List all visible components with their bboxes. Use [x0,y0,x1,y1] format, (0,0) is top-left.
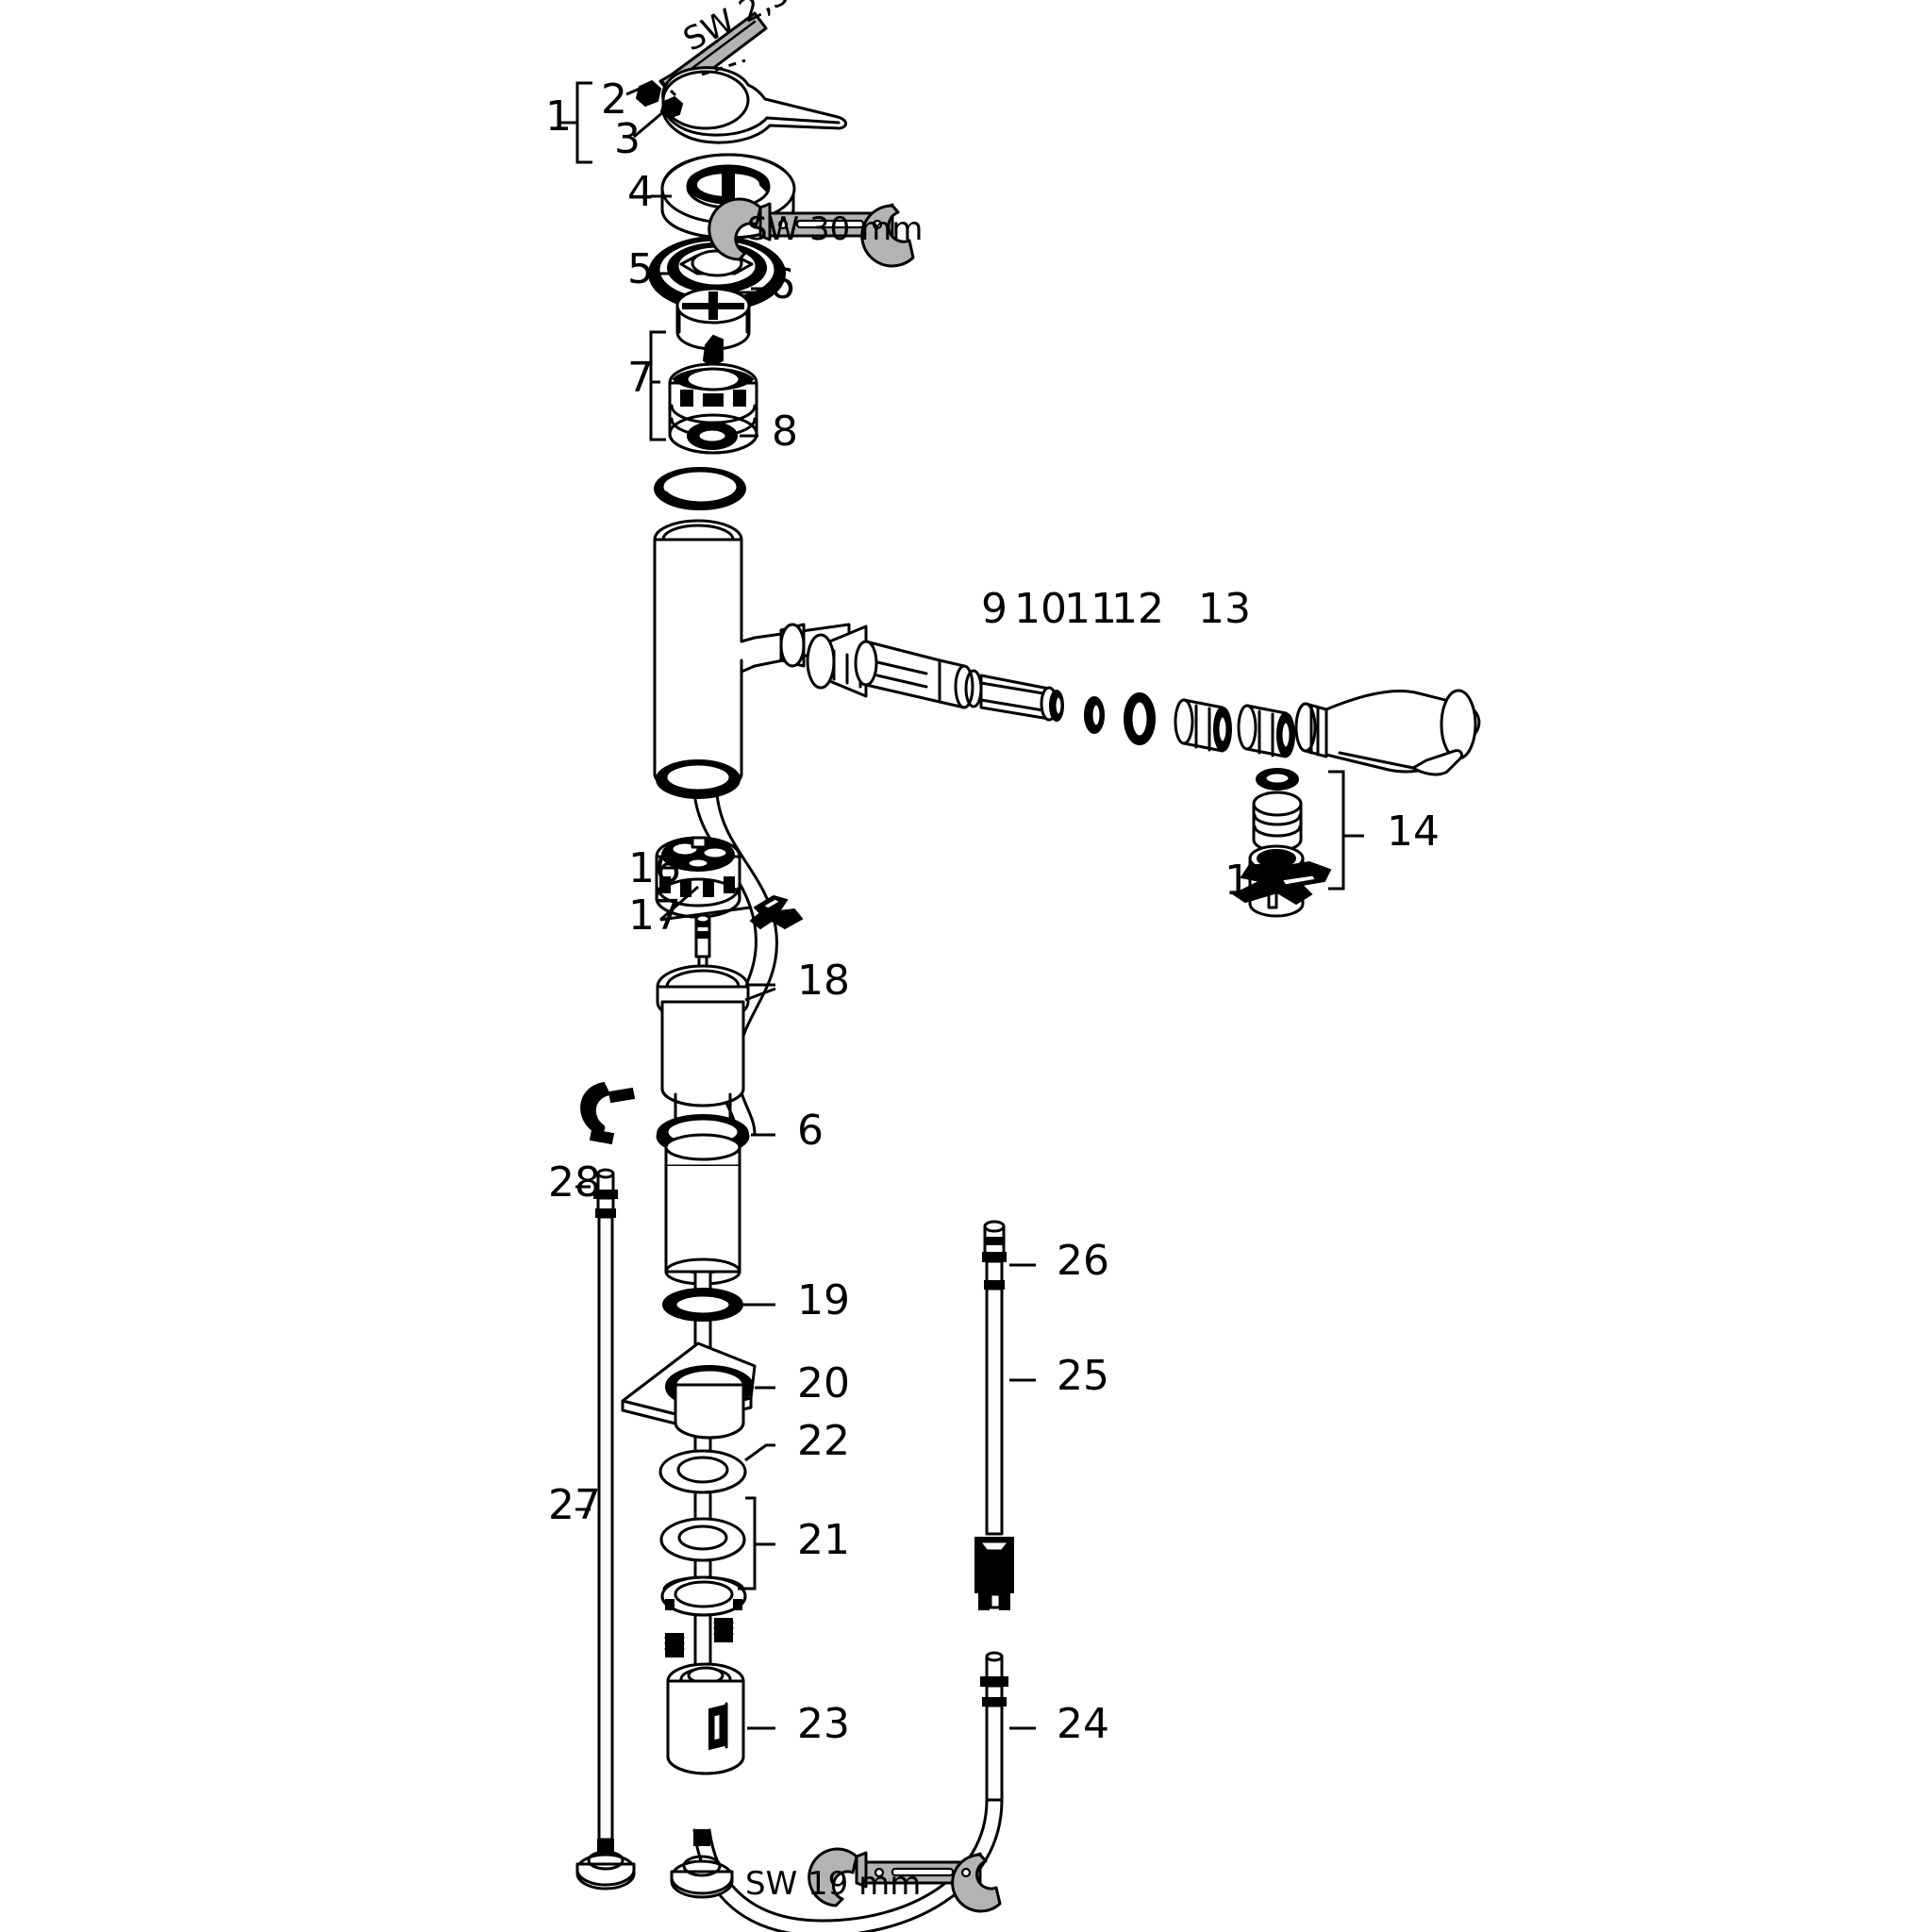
part-23-weight-clamp [666,1662,775,1775]
body-flange-ring [656,759,741,799]
part-6-clip [580,1081,636,1145]
part-number-label: 23 [797,1700,850,1748]
part-10-o-ring [1124,692,1156,745]
part-number-label: 4 [627,168,654,216]
spout-subassembly [806,625,1481,776]
main-body-tube [653,519,851,794]
part-number-label: 16 [628,844,681,892]
part-number-label: 20 [797,1359,850,1407]
part-8-o-ring [687,422,758,450]
retaining-ring [654,467,746,510]
part-5-retaining-nut [648,236,786,311]
bracket-group-7 [649,330,666,441]
part-20-gasket-plate [621,1341,775,1440]
part-number-label: 19 [797,1276,850,1324]
part-number-label: 12 [1111,585,1164,633]
part-number-label: 14 [1387,808,1440,856]
part-number-label: 17 [628,891,681,940]
part-number-label: 6 [769,260,795,308]
part-number-label: 9 [981,585,1008,633]
part-11-sleeve [1174,698,1232,753]
part-number-label: 1 [545,92,572,141]
part-number-label: 3 [614,115,641,163]
part-number-label: 13 [1198,585,1251,633]
bracket-group-1 [558,81,665,164]
part-number-label: 2 [601,75,627,124]
part-18-base-sleeve [656,913,776,1153]
part-21-mounting-set [659,1496,775,1657]
tool-size-label: SW 30 mm [747,210,924,248]
part-number-label: 21 [797,1516,850,1564]
part-15-aerator-key [1232,860,1332,906]
part-2-grub-screw [635,79,662,108]
part-9-spacer-ring [1084,696,1105,734]
part-number-label: 6 [797,1107,824,1155]
hose-bottom-nut [670,1829,734,1899]
part-4-handle-cap [651,153,796,240]
part-number-label: 7 [627,354,654,402]
supply-hose-nut [575,1839,636,1890]
part-number-label: 28 [548,1158,601,1207]
part-number-label: 26 [1057,1237,1109,1285]
part-number-label: 18 [797,957,850,1005]
part-19-o-ring [662,1288,775,1322]
part-number-label: 10 [1014,585,1067,633]
part-number-label: 25 [1057,1352,1109,1400]
part-number-label: 11 [1064,585,1117,633]
part-number-label: 22 [797,1417,850,1465]
part-number-label: 5 [627,245,654,293]
part-1-handle-assembly [635,58,847,144]
part-3-grub-screw-small [659,95,684,120]
part-26-hose-connector [982,1220,1036,1290]
part-12-sleeve [1237,704,1295,758]
part-number-label: 24 [1057,1700,1109,1748]
open-end-wrench-icon-30 [708,197,915,268]
part-17-diverter-clip [659,885,804,930]
part-number-label: 27 [548,1481,601,1529]
part-number-label: 15 [1224,857,1277,905]
open-end-wrench-icon-19 [808,1847,1002,1913]
part-number-label: 8 [772,408,798,456]
tool-size-label: SW 19 mm [745,1865,922,1903]
part-28-supply-connector [575,1168,618,1218]
part-25-pull-out-hose [985,1287,1036,1536]
part-13-spout-tube [1294,689,1481,776]
bracket-group-14 [1328,770,1364,891]
part-22-washer [658,1443,775,1494]
hose-end-block [974,1537,1014,1610]
